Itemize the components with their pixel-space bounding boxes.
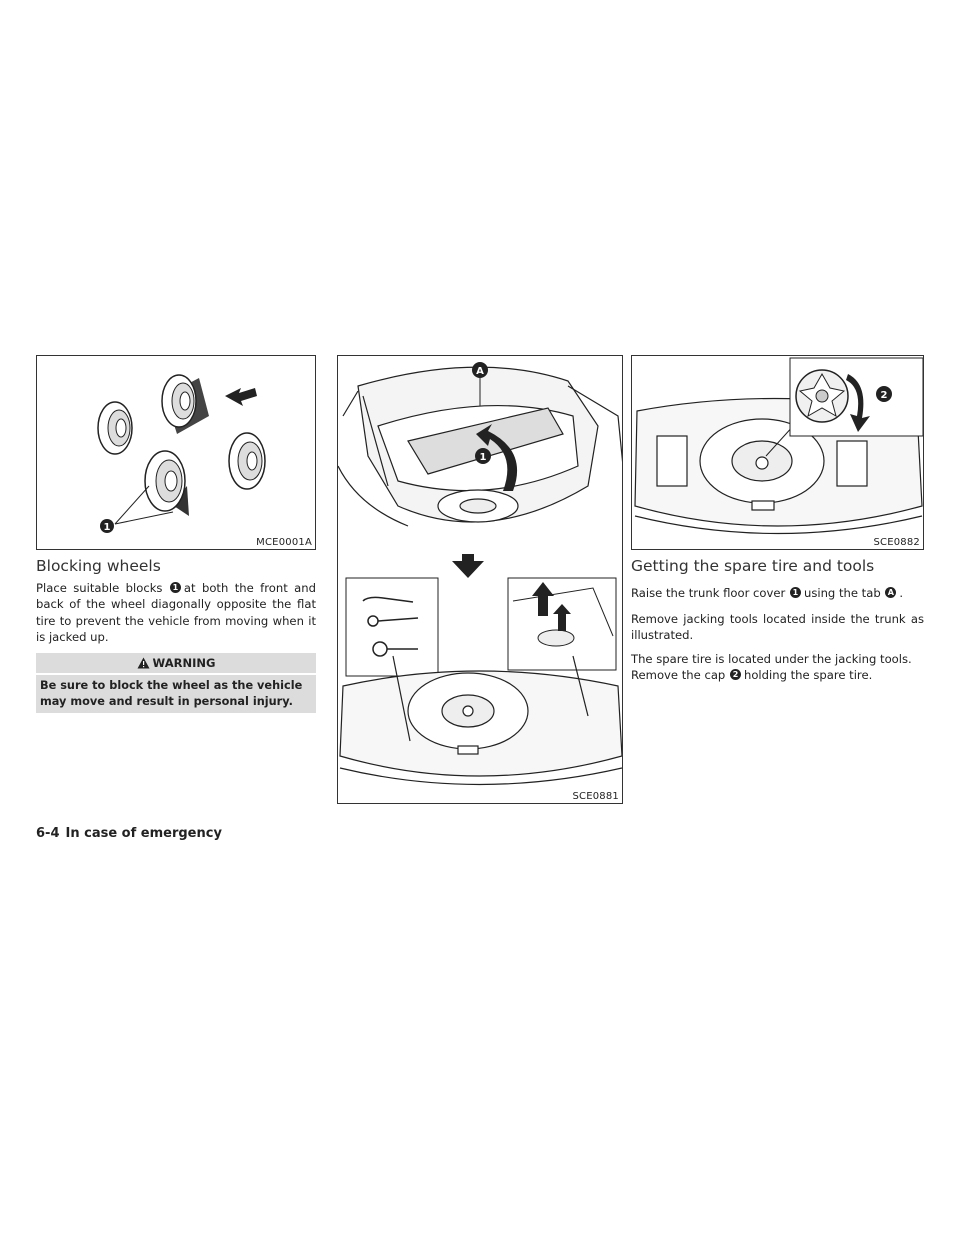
figure-code: MCE0001A [256,537,312,548]
text-fragment: using the tab [803,586,881,600]
up-arrow-small-icon [553,604,571,631]
lift-arrow-icon [476,424,518,491]
spare-tire-paragraph-3: The spare tire is located under the jack… [631,651,931,684]
figure-spare-tire: 2 SCE0882 [631,355,924,550]
text-fragment: The spare tire is located under the jack… [631,652,912,666]
trunk-illustration: A 1 [338,362,622,786]
trunk-floor-drawing [339,655,622,786]
wheel-top-blocked [161,374,209,434]
section-title-blocking-wheels: Blocking wheels [36,557,161,575]
callout-a-text: A [476,366,484,377]
callout-a-marker: A [885,587,897,598]
down-arrow-icon [452,554,484,578]
leader-line [114,511,174,525]
callout-1-text: 1 [104,522,111,533]
page-footer: 6-4 In case of emergency [36,826,222,841]
figure-code: SCE0882 [873,537,920,548]
warning-label: WARNING [152,656,216,670]
wheel-front-blocked [144,450,189,516]
figure-blocking-wheels: 1 MCE0001A [36,355,316,550]
warning-header: WARNING [36,653,316,673]
text-fragment: Place suitable blocks [36,581,163,595]
section-name: In case of emergency [65,826,222,841]
tools-inset [345,577,439,677]
figure-code: SCE0881 [572,791,619,802]
warning-icon [137,655,150,675]
arrow-icon [225,388,257,406]
section-title-spare-tire: Getting the spare tire and tools [631,557,875,575]
wheel-right [228,432,266,490]
spare-tire-illustration: 2 [634,357,923,535]
callout-2-text: 2 [881,390,888,401]
callout-2-icon [876,386,892,402]
spare-tire-paragraph-2: Remove jacking tools located inside the … [631,612,924,643]
wheel-left [97,401,133,455]
callout-1-icon [100,519,114,533]
rotate-arrow-icon [846,374,870,432]
callout-1-marker: 1 [169,582,181,593]
callout-2-marker: 2 [729,669,741,681]
text-fragment: at both the front and back of the wheel … [36,581,316,645]
callout-1-icon [475,448,491,464]
page-number: 6-4 [36,826,60,841]
text-fragment: Remove the cap [631,668,726,683]
blocking-wheels-illustration: 1 [97,374,266,533]
figure-trunk: A 1 [337,355,623,804]
callout-1-text: 1 [480,452,487,463]
open-trunk-drawing [338,366,622,527]
warning-text: Be sure to block the wheel as the vehicl… [36,675,316,713]
text-fragment: Raise the trunk floor cover [631,586,786,600]
text-fragment: . [899,586,904,600]
cap-icon [795,369,849,423]
up-arrow-icon [532,582,554,616]
text-fragment: holding the spare tire. [743,668,873,683]
leader-line [114,485,150,525]
callout-1-marker: 1 [789,587,801,598]
callout-a-icon [472,362,488,378]
jack-tools-icon [362,596,419,657]
